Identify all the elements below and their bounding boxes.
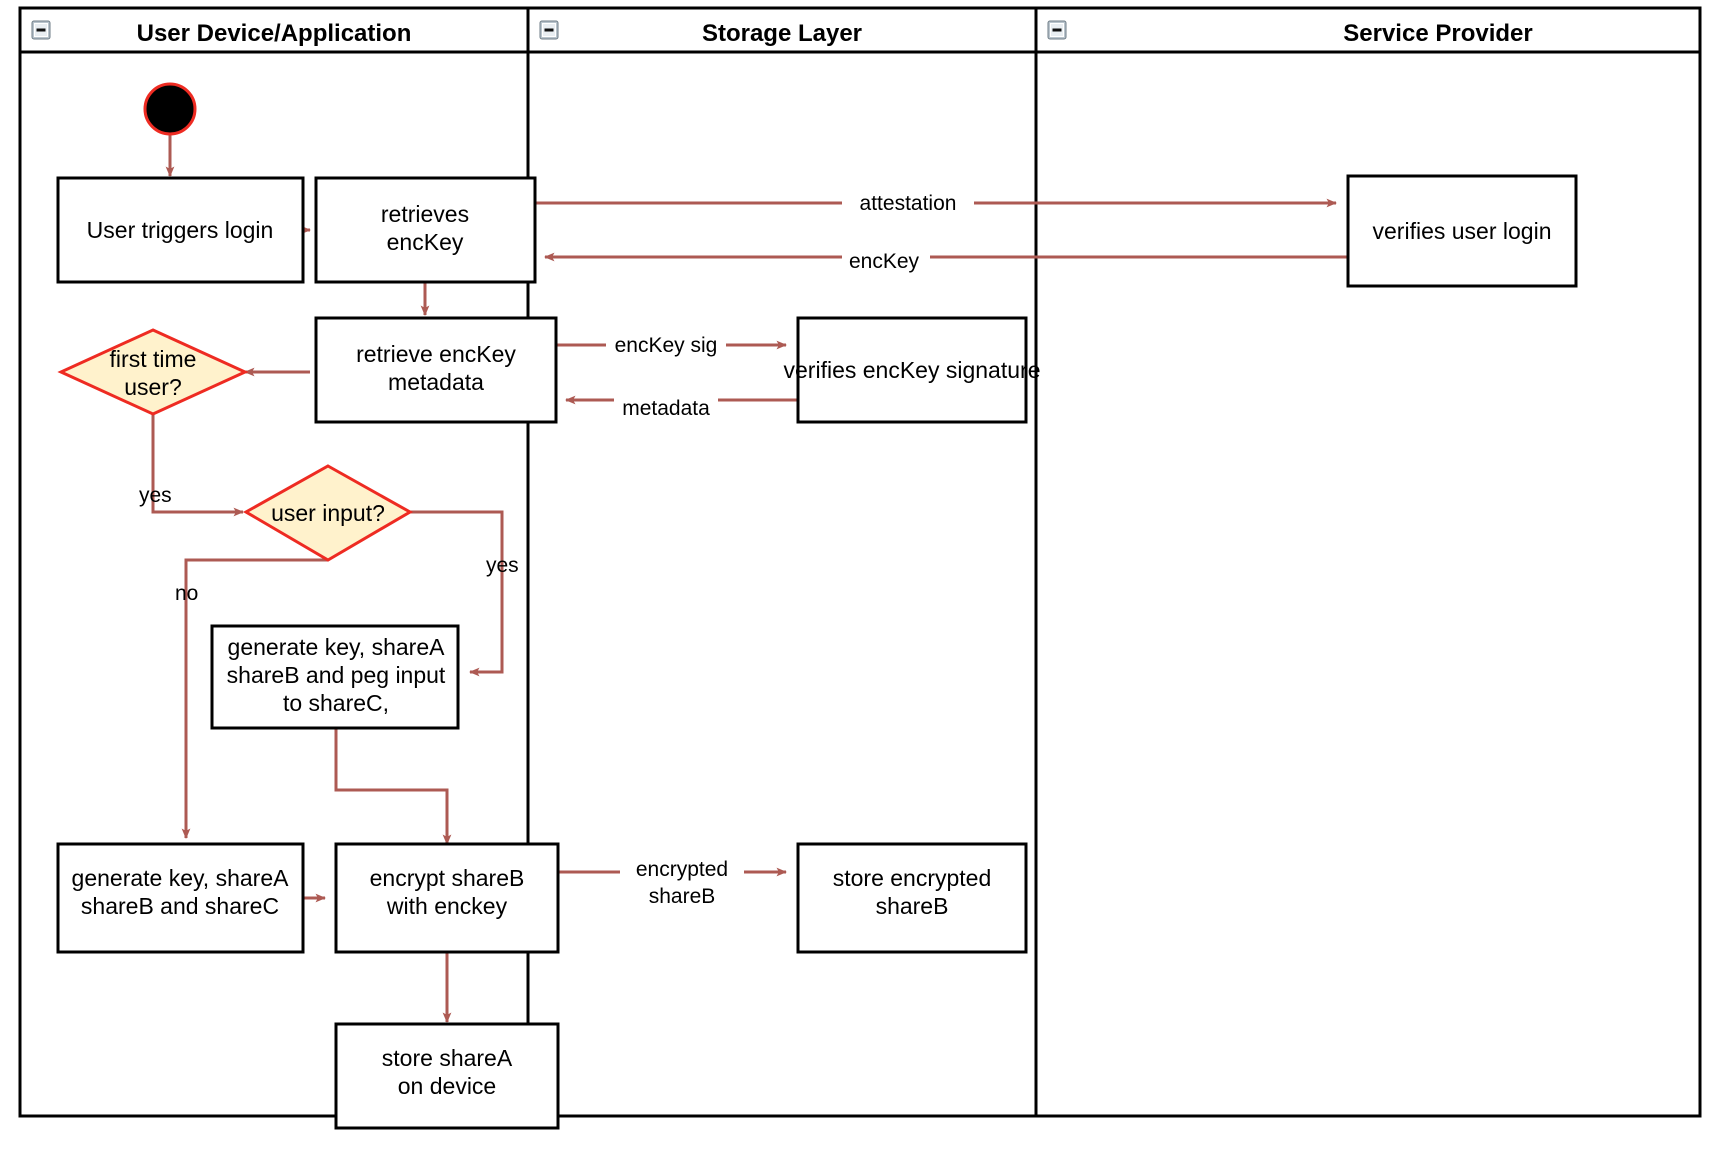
edge-label-no-user-input: no: [175, 582, 198, 605]
edge-label-metadata: metadata: [614, 396, 718, 422]
decision-label-line1: first time: [110, 346, 197, 372]
edge-firsttime-yes: [151, 414, 244, 517]
activity-verifies-enckey-signature[interactable]: verifies encKey signature: [784, 316, 1041, 424]
edge-label-yes-user-input: yes: [486, 554, 519, 577]
activity-label-line2: with enckey: [386, 893, 508, 919]
lane-title-storage: Storage Layer: [702, 20, 862, 47]
edge-label-encrypted-shareb: encrypted shareB: [620, 856, 744, 908]
activity-retrieve-enckey-metadata[interactable]: retrieve encKey metadata: [314, 316, 558, 424]
edge-userinput-no: [181, 558, 328, 839]
activity-verifies-user-login[interactable]: verifies user login: [1346, 174, 1578, 288]
activity-label-line1: encrypt shareB: [370, 865, 525, 891]
swimlane-service-provider[interactable]: Service Provider: [1034, 6, 1702, 1118]
lane-header-service-provider: [1034, 6, 1702, 54]
activity-store-sharea[interactable]: store shareA on device: [334, 1022, 560, 1130]
edge-label-text: attestation: [860, 192, 957, 215]
activity-label-line1: store shareA: [382, 1045, 513, 1071]
edge-label-enckey-sig: encKey sig: [606, 332, 726, 358]
activity-label-line2: shareB and peg input: [227, 662, 446, 688]
edge-label-text-line1: encrypted: [636, 858, 728, 881]
minus-box-icon[interactable]: [31, 20, 51, 40]
activity-generate-peg[interactable]: generate key, shareA shareB and peg inpu…: [210, 624, 460, 730]
activity-retrieves-enckey[interactable]: retrieves encKey: [314, 176, 537, 284]
activity-label-line2: on device: [398, 1073, 496, 1099]
activity-label: verifies user login: [1373, 218, 1552, 244]
activity-label-line1: retrieve encKey: [356, 341, 516, 367]
activity-label-line3: to shareC,: [283, 690, 389, 716]
edge-label-text: yes: [139, 484, 172, 507]
activity-encrypt-shareb[interactable]: encrypt shareB with enckey: [334, 842, 560, 954]
activity-label-line2: shareB and shareC: [81, 893, 279, 919]
decision-label: user input?: [271, 500, 385, 526]
decision-label-line2: user?: [124, 374, 182, 400]
edge-label-text: no: [175, 582, 198, 605]
activity-label-line2: shareB: [876, 893, 949, 919]
edge-userinput-yes: [410, 510, 504, 677]
activity-label-line2: metadata: [388, 369, 484, 395]
lane-header-user-device: [18, 6, 530, 54]
decision-user-input[interactable]: user input?: [242, 464, 414, 562]
activity-store-encrypted-shareb[interactable]: store encrypted shareB: [796, 842, 1028, 954]
activity-label-line2: encKey: [387, 229, 464, 255]
minus-box-icon[interactable]: [539, 20, 559, 40]
edge-label-text-line2: shareB: [649, 885, 716, 908]
decision-first-time-user[interactable]: first time user?: [57, 328, 249, 416]
edge-label-text: yes: [486, 554, 519, 577]
activity-label: verifies encKey signature: [784, 357, 1041, 383]
activity-label: User triggers login: [87, 217, 274, 243]
initial-node[interactable]: [143, 82, 197, 136]
edge-label-text: encKey sig: [615, 334, 718, 357]
edge-label-enckey: encKey: [842, 247, 930, 273]
edge-label-text: metadata: [622, 397, 710, 420]
activity-user-triggers-login[interactable]: User triggers login: [56, 176, 305, 284]
edge-label-attestation: attestation: [842, 190, 974, 216]
edge-label-text: encKey: [849, 250, 920, 273]
lane-title-service-provider: Service Provider: [1343, 20, 1532, 47]
lane-title-user-device: User Device/Application: [137, 20, 412, 47]
activity-label-line1: retrieves: [381, 201, 469, 227]
activity-label-line1: generate key, shareA: [72, 865, 290, 891]
minus-box-icon[interactable]: [1047, 20, 1067, 40]
activity-generate-shares[interactable]: generate key, shareA shareB and shareC: [56, 842, 305, 954]
activity-label-line1: store encrypted: [833, 865, 992, 891]
edge-label-yes-first-time: yes: [139, 484, 172, 507]
lane-header-storage: [526, 6, 1038, 54]
activity-label-line1: generate key, shareA: [228, 634, 446, 660]
edge-peg-to-encrypt: [334, 728, 452, 845]
